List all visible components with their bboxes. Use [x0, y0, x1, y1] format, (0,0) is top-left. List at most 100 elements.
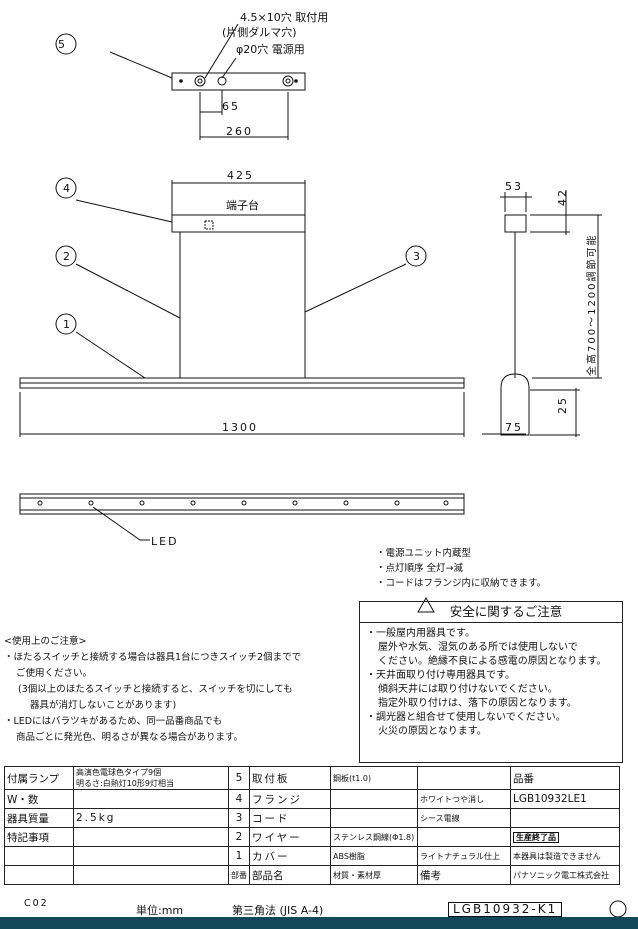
- part-remark: [417, 827, 511, 847]
- usage-line: <使用上のご注意>: [4, 636, 87, 647]
- safety-line: ください。絶縁不良による感電の原因となります。: [378, 656, 607, 667]
- part-no: 3: [228, 808, 250, 828]
- part-remark: ホワイトつや消し: [417, 789, 511, 809]
- projection-label: 第三角法 (JIS A-4): [232, 904, 324, 917]
- model-label: 品番: [510, 766, 620, 790]
- part-no: 4: [228, 789, 250, 809]
- part-no: 2: [228, 827, 250, 847]
- pendant-bottom-view: [19, 493, 465, 541]
- safety-line: 傾斜天井には取り付けないでください。: [378, 684, 558, 695]
- part-material: 鋼板(t1.0): [330, 766, 418, 790]
- usage-line: ご使用ください。: [16, 668, 93, 679]
- part-no: 5: [228, 766, 250, 790]
- part-name: コード: [249, 808, 331, 828]
- safety-line: ・調光器と組合せて使用しないでください。: [366, 712, 566, 723]
- dim-260: 260: [226, 125, 253, 138]
- part-material: [330, 808, 418, 828]
- revision-code: C02: [24, 898, 49, 909]
- usage-line: ・ほたるスイッチと接続する場合は器具1台につきスイッチ2個までで: [4, 652, 302, 663]
- part-material: ABS樹脂: [330, 846, 418, 866]
- part-name: ワイヤー: [249, 827, 331, 847]
- callout-circle-4: [55, 177, 77, 199]
- revision-circle: [609, 900, 627, 918]
- weight-label: 器具質量: [4, 808, 74, 828]
- warning-icon: [417, 596, 435, 613]
- usage-notes: <使用上のご注意> ・ほたるスイッチと接続する場合は器具1台につきスイッチ2個ま…: [4, 634, 301, 746]
- dim-53: 53: [505, 180, 523, 193]
- header-no: 部番: [228, 865, 250, 885]
- bottom-bar: [0, 917, 638, 929]
- usage-line: (3個以上のほたるスイッチと接続すると、スイッチを切にしても: [18, 684, 293, 695]
- safety-line: 指定外取り付けは、落下の原因となります。: [378, 698, 577, 709]
- safety-line: 屋外や水気、湿気のある所では使用しないで: [378, 642, 578, 653]
- part-remark: シース電線: [417, 808, 511, 828]
- unit-label: 単位:mm: [136, 904, 184, 917]
- watt-label: W・数: [4, 789, 74, 809]
- header-remark: 備考: [417, 865, 511, 885]
- height-adjust-label: 全高700〜1200調節可能: [587, 233, 598, 376]
- header-name: 部品名: [249, 865, 331, 885]
- keyhole-note: (片側ダルマ穴): [222, 26, 297, 39]
- empty-cell: [4, 865, 74, 885]
- empty-cell: [4, 846, 74, 866]
- part-material: ステンレス鋼線(Φ1.8): [330, 827, 418, 847]
- safety-title: 安全に関するご注意: [360, 602, 622, 623]
- model-spacer: [510, 808, 620, 828]
- pendant-front-view: [19, 180, 465, 437]
- model-number: LGB10932LE1: [510, 789, 620, 809]
- callout-1-number: 1: [63, 318, 70, 331]
- dim-65: 65: [222, 100, 240, 113]
- part-material: [330, 789, 418, 809]
- notes-label: 特記事項: [4, 827, 74, 847]
- part-name: カバー: [249, 846, 331, 866]
- feature-line: ・電源ユニット内蔵型: [376, 548, 472, 559]
- callout-circle-2: [55, 245, 77, 267]
- part-name: フランジ: [249, 789, 331, 809]
- watt-value: [73, 789, 229, 809]
- part-name: 取付板: [249, 766, 331, 790]
- terminal-block-label: 端子台: [226, 199, 259, 212]
- stamp-note: 本器具は製造できません: [510, 846, 620, 866]
- dim-425: 425: [227, 169, 254, 182]
- safety-line: ・天井面取り付け専用器具です。: [366, 670, 515, 681]
- title-block-table: 付属ランプ 高演色電球色タイプ9個明るさ:白熱灯10形9灯相当 5 取付板 鋼板…: [4, 766, 620, 885]
- feature-line: ・点灯順序 全灯→滅: [376, 563, 463, 574]
- mounting-plate-top-view: [109, 23, 306, 140]
- usage-line: 器具が消灯しないことがあります): [30, 700, 177, 711]
- safety-line: 火災の原因となります。: [378, 726, 487, 737]
- callout-circle-1: [55, 313, 77, 335]
- part-remark: ライトナチュラル仕上: [417, 846, 511, 866]
- empty-cell: [73, 865, 229, 885]
- dim-1300: 1300: [222, 421, 258, 434]
- power-hole-label: φ20穴 電源用: [236, 43, 305, 56]
- notes-value: [73, 827, 229, 847]
- callout-circle-5: [55, 33, 77, 55]
- header-material: 材質・素材厚: [330, 865, 418, 885]
- part-no: 1: [228, 846, 250, 866]
- mounting-hole-label: 4.5×10穴 取付用: [240, 11, 329, 24]
- usage-line: 商品ごとに発光色、明るさが異なる場合があります。: [16, 732, 244, 743]
- weight-value: 2.5kg: [73, 808, 229, 828]
- lamp-value: 高演色電球色タイプ9個明るさ:白熱灯10形9灯相当: [73, 766, 229, 790]
- callout-3-number: 3: [413, 250, 420, 263]
- dim-25: 25: [556, 396, 569, 414]
- feature-notes: ・電源ユニット内蔵型 ・点灯順序 全灯→滅 ・コードはフランジ内に収納できます。: [376, 546, 546, 591]
- led-label: LED: [151, 535, 179, 548]
- part-remark: [417, 766, 511, 790]
- dim-42: 42: [556, 188, 569, 206]
- callout-2-number: 2: [63, 250, 70, 263]
- pendant-side-view: [482, 190, 602, 437]
- callout-4-number: 4: [63, 182, 70, 195]
- lamp-label: 付属ランプ: [4, 766, 74, 790]
- safety-line: ・一般屋内用器具です。: [366, 628, 475, 639]
- feature-line: ・コードはフランジ内に収納できます。: [376, 578, 547, 589]
- safety-notice: 安全に関するご注意 ・一般屋内用器具です。 屋外や水気、湿気のある所では使用しな…: [359, 601, 623, 763]
- callout-5-number: 5: [58, 38, 65, 51]
- discontinued-stamp: 生産終了品: [510, 827, 620, 847]
- company-name: パナソニック電工株式会社: [510, 865, 620, 885]
- dim-75: 75: [505, 421, 523, 434]
- drawing-number: LGB10932-K1: [448, 902, 563, 917]
- empty-cell: [73, 846, 229, 866]
- callout-circle-3: [405, 245, 427, 267]
